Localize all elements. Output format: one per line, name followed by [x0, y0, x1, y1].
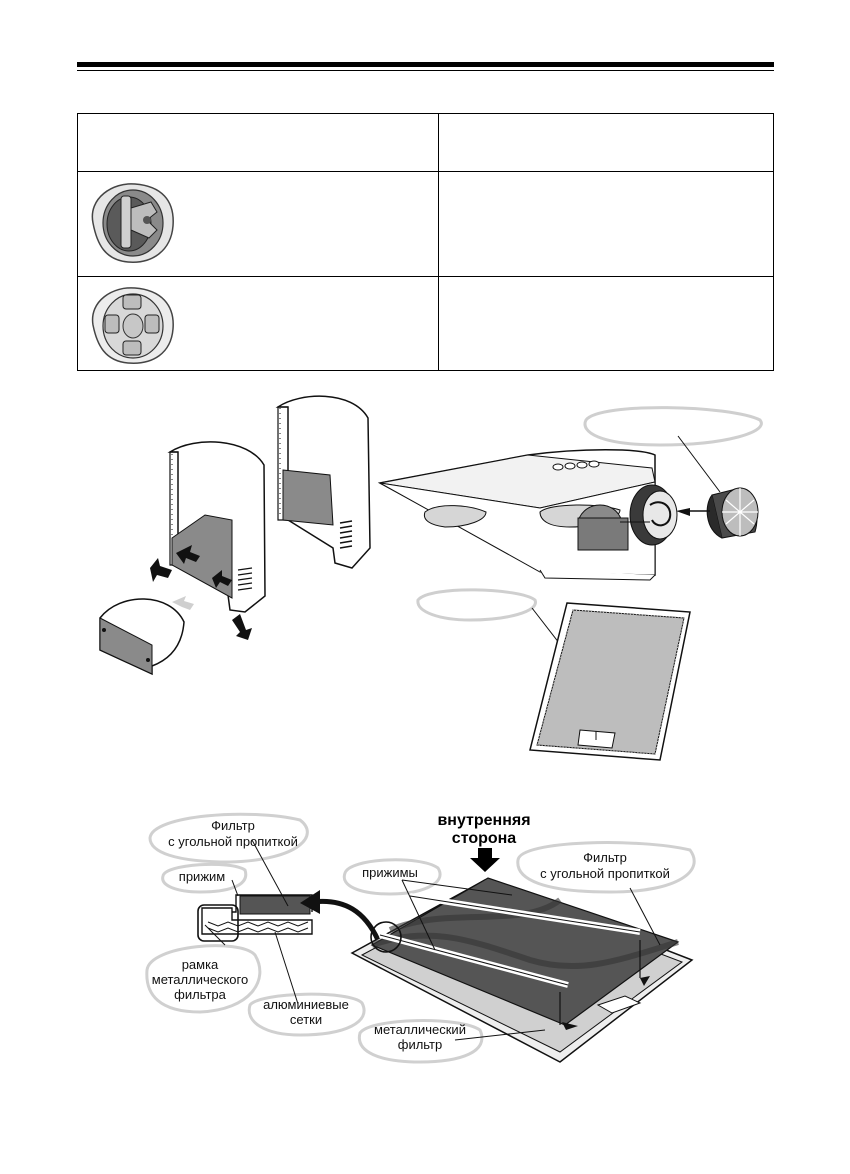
svg-text:алюминиевые: алюминиевые	[263, 997, 349, 1012]
svg-text:сетки: сетки	[290, 1012, 322, 1027]
svg-text:с угольной пропиткой: с угольной пропиткой	[168, 834, 298, 849]
table-cell	[77, 113, 439, 172]
clamps-label: прижимы	[362, 865, 418, 880]
svg-text:рамка: рамка	[182, 957, 219, 972]
callout-bubble	[357, 1019, 484, 1064]
callout-bubble	[516, 841, 696, 894]
callout-bubble	[583, 406, 763, 447]
clamp-label: прижим	[179, 869, 225, 884]
carbon-filter-cartridge	[676, 487, 759, 539]
leader-lines	[204, 839, 661, 1041]
callout-bubble	[148, 812, 309, 864]
spec-table	[77, 113, 774, 371]
carbon-filter-label-right: Фильтр с угольной пропиткой	[540, 850, 670, 881]
carbon-filter-label-left: Фильтр с угольной пропиткой	[168, 818, 298, 849]
table-row	[77, 113, 774, 172]
leader-line	[677, 435, 721, 493]
cooker-hood	[377, 449, 678, 581]
metal-filter-assembly	[350, 877, 694, 1063]
svg-text:Фильтр: Фильтр	[211, 818, 255, 833]
arrow-icon	[150, 545, 252, 640]
rotary-knob-icon	[91, 183, 174, 263]
table-cell	[77, 276, 439, 371]
callout-bubble	[161, 862, 248, 894]
metal-frame-label: рамка металлического фильтра	[152, 957, 248, 1002]
table-row	[77, 276, 774, 371]
svg-text:металлический: металлический	[374, 1022, 466, 1037]
callout-bubble	[416, 588, 537, 622]
filter-cross-section	[197, 894, 313, 942]
table-row	[77, 171, 774, 277]
callout-bubble	[342, 858, 442, 896]
metal-filter-label: металлический фильтр	[374, 1022, 466, 1052]
header-rule-thick	[77, 62, 774, 67]
svg-text:внутренняя: внутренняя	[437, 812, 530, 829]
svg-text:с угольной пропиткой: с угольной пропиткой	[540, 866, 670, 881]
arrow-down-icon	[470, 848, 500, 872]
inner-side-label: внутренняя сторона	[437, 812, 530, 847]
svg-text:Фильтр: Фильтр	[583, 850, 627, 865]
arrow-icon	[300, 890, 320, 914]
aluminium-mesh-label: алюминиевые сетки	[263, 997, 349, 1027]
chimney-cover-plate	[99, 598, 185, 676]
curved-arrow-icon	[311, 898, 381, 942]
chimney-panel-front	[167, 441, 266, 613]
svg-text:фильтр: фильтр	[398, 1037, 442, 1052]
table-cell	[438, 276, 774, 371]
callout-bubble	[145, 944, 262, 1014]
svg-text:сторона: сторона	[452, 830, 517, 847]
table-cell	[77, 171, 439, 277]
chimney-panel-back	[275, 395, 371, 569]
header-rule-thin	[77, 70, 774, 71]
svg-text:металлического: металлического	[152, 972, 248, 987]
clip-fastener-icon	[91, 287, 174, 364]
svg-text:фильтра: фильтра	[174, 987, 226, 1002]
table-cell	[438, 113, 774, 172]
arrow-icon	[172, 596, 194, 610]
grease-filter-panel	[529, 602, 691, 761]
